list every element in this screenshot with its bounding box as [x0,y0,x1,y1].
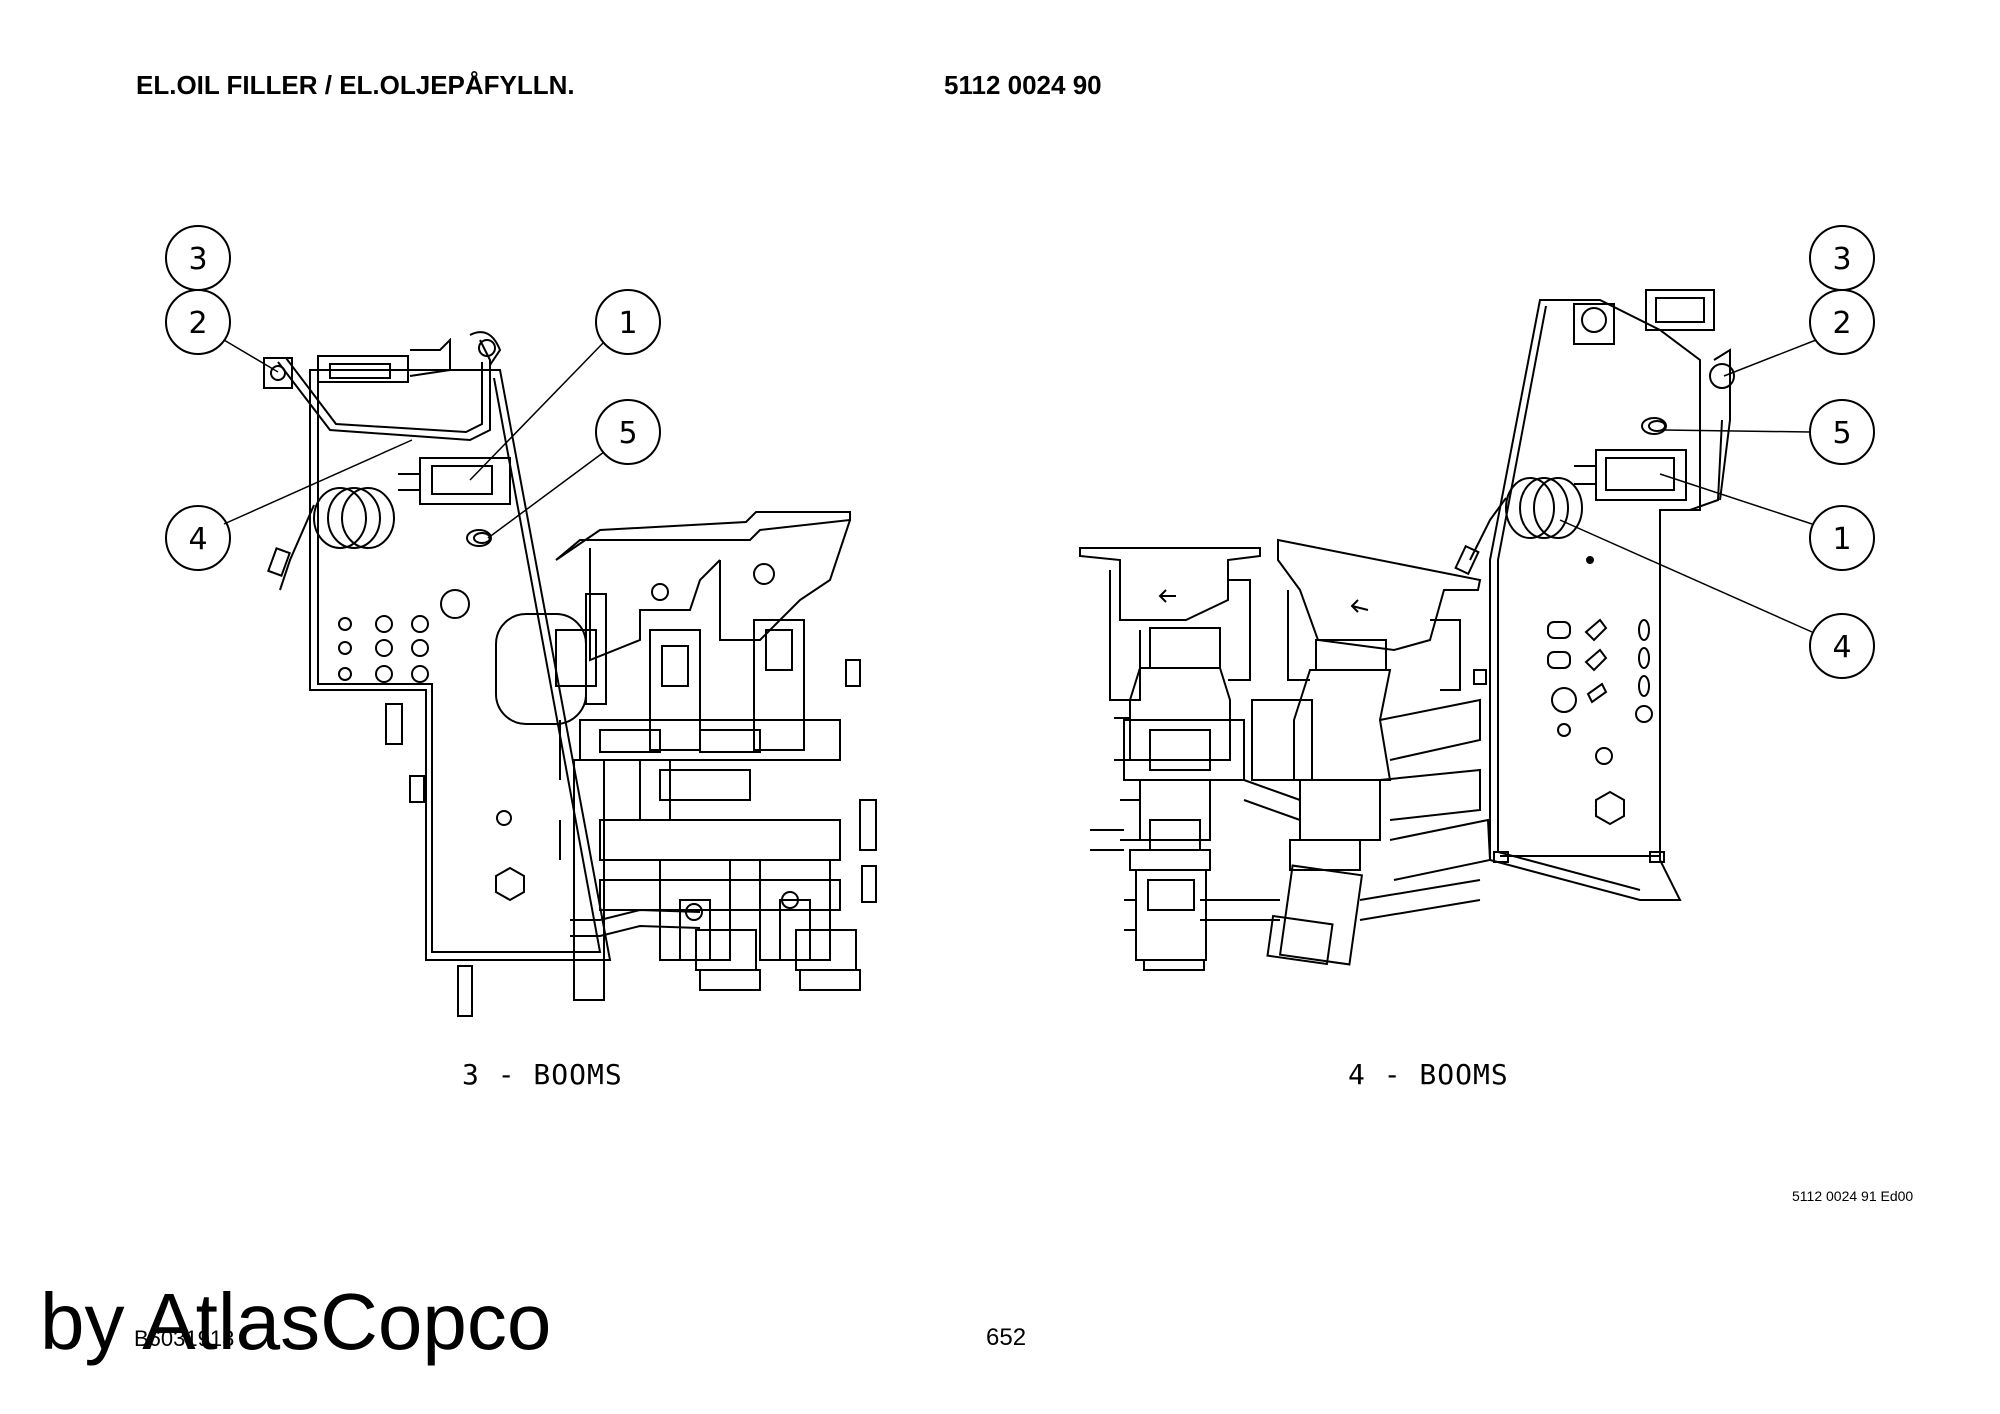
callout-4-left-circle [165,505,231,571]
view-4-booms: 3 2 5 1 4 [1079,225,1875,971]
brand-watermark: by AtlasCopco [40,1277,552,1366]
callout-1-left-circle [595,289,661,355]
view-caption-3-booms: 3 - BOOMS [462,1058,623,1091]
document-reference: 5112 0024 91 Ed00 [1792,1188,1914,1204]
callout-5-left-circle [595,399,661,465]
callout-2-right: 2 [1832,306,1851,341]
page-number: 652 [986,1324,1027,1351]
callout-2-right-circle [1809,289,1875,355]
callout-2-left: 2 [188,306,207,341]
callout-2-left-circle [165,289,231,355]
callout-5-left: 5 [618,416,637,451]
view-3-booms: 3 2 1 5 4 [165,225,877,1017]
callout-4-right: 4 [1832,630,1851,665]
callout-3-right: 3 [1832,242,1851,277]
footer-code: B6031913 [134,1326,235,1351]
callout-4-left: 4 [188,522,207,557]
callout-4-right-circle [1809,613,1875,679]
callout-3-left: 3 [188,242,207,277]
callout-5-right: 5 [1832,416,1851,451]
callout-1-right: 1 [1832,522,1851,557]
view-caption-4-booms: 4 - BOOMS [1348,1058,1509,1091]
page-title: EL.OIL FILLER / EL.OLJEPÅFYLLN. [136,70,575,100]
callout-1-left: 1 [618,306,637,341]
callout-1-right-circle [1809,505,1875,571]
part-number: 5112 0024 90 [944,70,1102,100]
